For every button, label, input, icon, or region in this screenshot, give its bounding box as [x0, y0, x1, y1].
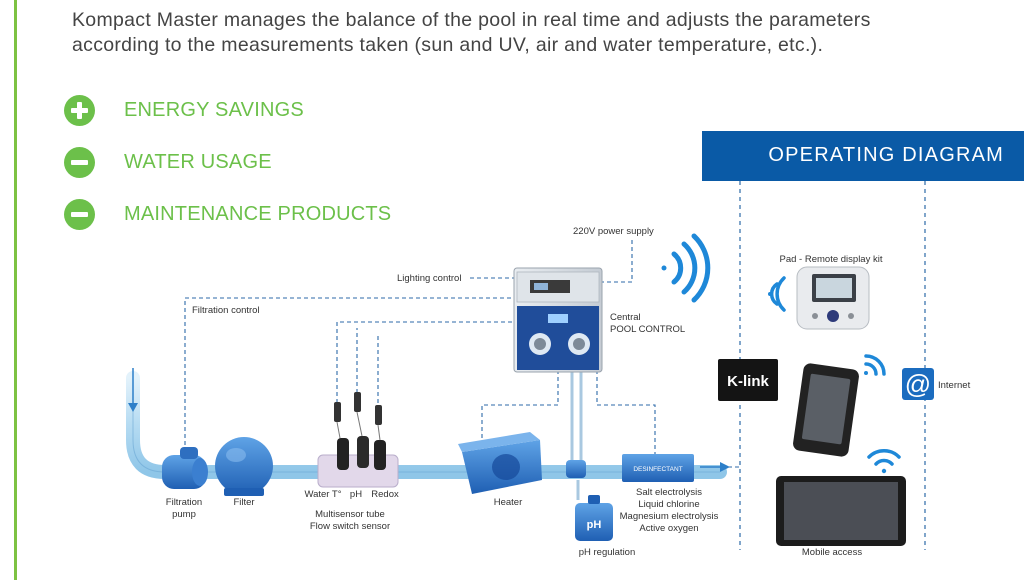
- dosing-pipes: [570, 372, 583, 500]
- feature-energy-savings: ENERGY SAVINGS: [64, 93, 304, 127]
- pad-label: Pad - Remote display kit: [780, 254, 883, 265]
- tablet-image: [776, 476, 906, 546]
- multisensor-label-2: Flow switch sensor: [310, 521, 390, 532]
- smartphone-image: [793, 363, 859, 457]
- filtration-pump-label-1: Filtration: [166, 497, 202, 508]
- control-lines: [184, 240, 740, 468]
- water-temperature-label: Water T°: [304, 489, 341, 500]
- feature-label: WATER USAGE: [124, 150, 272, 173]
- ph-sensor-label: pH: [350, 489, 362, 500]
- disinfectant-item: Active oxygen: [639, 523, 698, 534]
- multisensor-tube-image: [317, 392, 399, 488]
- wifi-signal-icon: [661, 233, 711, 303]
- disinfectant-unit-image: DESINFECTANT: [622, 454, 694, 482]
- disinfectant-item: Liquid chlorine: [638, 499, 699, 510]
- intro-line-2: according to the measurements taken (sun…: [72, 34, 824, 56]
- feature-label: ENERGY SAVINGS: [124, 98, 304, 121]
- internet-at-icon: @: [902, 368, 934, 400]
- heater-image: [458, 432, 542, 494]
- central-label-line-1: Central: [610, 312, 641, 323]
- mobile-access-label: Mobile access: [802, 547, 862, 558]
- wifi-phone-icon: [864, 354, 886, 376]
- feature-label: MAINTENANCE PRODUCTS: [124, 202, 392, 225]
- filtration-pump-image: [162, 447, 208, 489]
- central-pool-control-image: [513, 267, 603, 373]
- ph-regulation-label: pH regulation: [579, 547, 636, 558]
- ph-canister-label: pH: [587, 519, 602, 531]
- filtration-control-label: Filtration control: [192, 305, 260, 316]
- k-link-logo-text: K-link: [727, 373, 769, 390]
- wifi-tablet-icon: [867, 449, 901, 474]
- remote-display-pad-image: [796, 266, 870, 330]
- plus-icon: [64, 94, 95, 126]
- filter-image: [215, 437, 273, 496]
- banner-title: OPERATING DIAGRAM: [768, 144, 1004, 166]
- feature-water-usage: WATER USAGE: [64, 145, 272, 179]
- multisensor-label-1: Multisensor tube: [315, 509, 385, 520]
- power-supply-label: 220V power supply: [573, 226, 654, 237]
- heater-label: Heater: [494, 497, 523, 508]
- disinfectant-tag: DESINFECTANT: [633, 466, 682, 473]
- redox-sensor-label: Redox: [371, 489, 399, 500]
- disinfectant-item: Magnesium electrolysis: [620, 511, 719, 522]
- wifi-pad-icon: [768, 276, 786, 312]
- intro-text: Kompact Master manages the balance of th…: [72, 8, 1012, 58]
- filter-label: Filter: [233, 497, 254, 508]
- internet-label: Internet: [938, 380, 971, 391]
- central-label-line-2: POOL CONTROL: [610, 324, 685, 335]
- lighting-control-label: Lighting control: [397, 273, 461, 284]
- minus-icon: [64, 198, 95, 230]
- feature-maintenance-products: MAINTENANCE PRODUCTS: [64, 197, 391, 231]
- accent-bar: [14, 0, 17, 580]
- k-link-logo: K-link: [718, 359, 778, 401]
- ph-canister-image: pH: [575, 495, 613, 541]
- minus-icon: [64, 146, 95, 178]
- diagram-labels: 220V power supply Lighting control Filtr…: [166, 226, 971, 558]
- svg-text:@: @: [905, 369, 931, 399]
- intro-line-1: Kompact Master manages the balance of th…: [72, 9, 871, 31]
- disinfectant-item: Salt electrolysis: [636, 487, 702, 498]
- dosing-junction-image: [566, 460, 586, 478]
- filtration-pump-label-2: pump: [172, 509, 196, 520]
- operating-diagram-banner: OPERATING DIAGRAM: [702, 131, 1024, 181]
